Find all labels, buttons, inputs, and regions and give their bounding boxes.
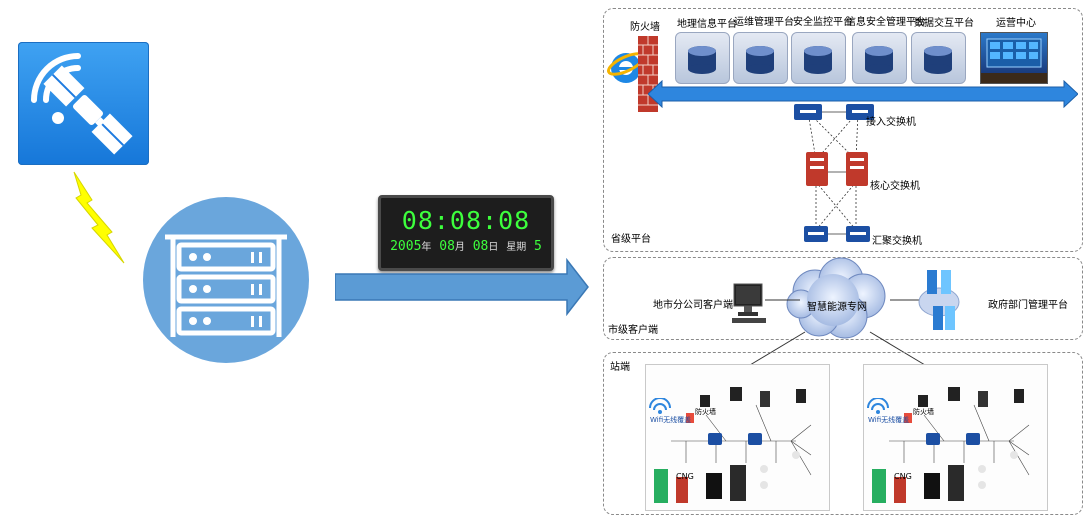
- clock-year-unit: 年: [421, 242, 432, 253]
- city-panel: [603, 257, 1083, 340]
- clock-day: 08: [472, 239, 489, 254]
- platform-server-geo: [675, 32, 730, 84]
- wifi-icon-left: [646, 397, 674, 416]
- platform-server-ops: [733, 32, 788, 84]
- platform-server-security-monitor: [791, 32, 846, 84]
- switch-topology: [794, 104, 874, 242]
- firewall-label-left: 防火墙: [695, 408, 716, 416]
- city-label: 市级客户端: [608, 325, 658, 336]
- satellite-icon: [18, 42, 149, 165]
- platform-label-data: 数据交互平台: [914, 18, 974, 29]
- ops-center-label: 运营中心: [996, 18, 1036, 29]
- wifi-label-right: Wifi无线覆盖: [868, 416, 910, 424]
- lightning-icon: [73, 171, 125, 264]
- clock-time: 08:08:08: [401, 206, 531, 235]
- province-label: 省级平台: [611, 234, 651, 245]
- platform-label-geo: 地理信息平台: [677, 19, 737, 30]
- platform-label-security-monitor: 安全监控平台: [793, 17, 853, 28]
- firewall-label: 防火墙: [630, 22, 660, 33]
- wifi-label-left: Wifi无线覆盖: [650, 416, 692, 424]
- platform-label-ops: 运维管理平台: [734, 17, 794, 28]
- clock-date: 2005年 08月 08日 星期 5: [381, 238, 551, 254]
- substation-diagram-right: [863, 364, 1048, 511]
- ops-center-image: [980, 32, 1048, 84]
- clock-year: 2005: [390, 239, 422, 254]
- server-icon: [143, 197, 309, 363]
- cng-label-left: CNG: [676, 472, 694, 481]
- gov-platform-icon: [918, 270, 960, 330]
- platform-server-infosec: [852, 32, 907, 84]
- wifi-icon-right: [864, 397, 892, 416]
- clock-month-unit: 月: [454, 242, 465, 253]
- platform-server-data: [911, 32, 966, 84]
- clock-day-unit: 日: [488, 242, 499, 253]
- network-cloud: [786, 257, 886, 339]
- flow-arrow: [335, 258, 589, 316]
- computer-icon: [732, 283, 766, 323]
- digital-clock: 08:08:08 2005年 08月 08日 星期 5: [378, 195, 554, 271]
- core-switch-label: 核心交换机: [870, 181, 920, 192]
- gov-platform-label: 政府部门管理平台: [988, 300, 1068, 311]
- cng-label-right: CNG: [894, 472, 912, 481]
- province-panel: [603, 8, 1083, 252]
- substation-diagram-left: [645, 364, 830, 511]
- clock-weekday-label: 星期: [506, 242, 527, 253]
- firewall-label-right: 防火墙: [913, 408, 934, 416]
- aggregation-switch-label: 汇聚交换机: [872, 236, 922, 247]
- network-bus: [648, 80, 1078, 108]
- station-panel: [603, 352, 1083, 515]
- access-switch-label: 接入交换机: [866, 117, 916, 128]
- network-label: 智慧能源专网: [807, 302, 867, 313]
- platform-label-infosec: 信息安全管理平台: [846, 17, 926, 28]
- branch-client-label: 地市分公司客户端: [653, 300, 733, 311]
- station-label: 站端: [610, 362, 630, 373]
- clock-weekday: 5: [534, 239, 542, 254]
- clock-month: 08: [439, 239, 455, 254]
